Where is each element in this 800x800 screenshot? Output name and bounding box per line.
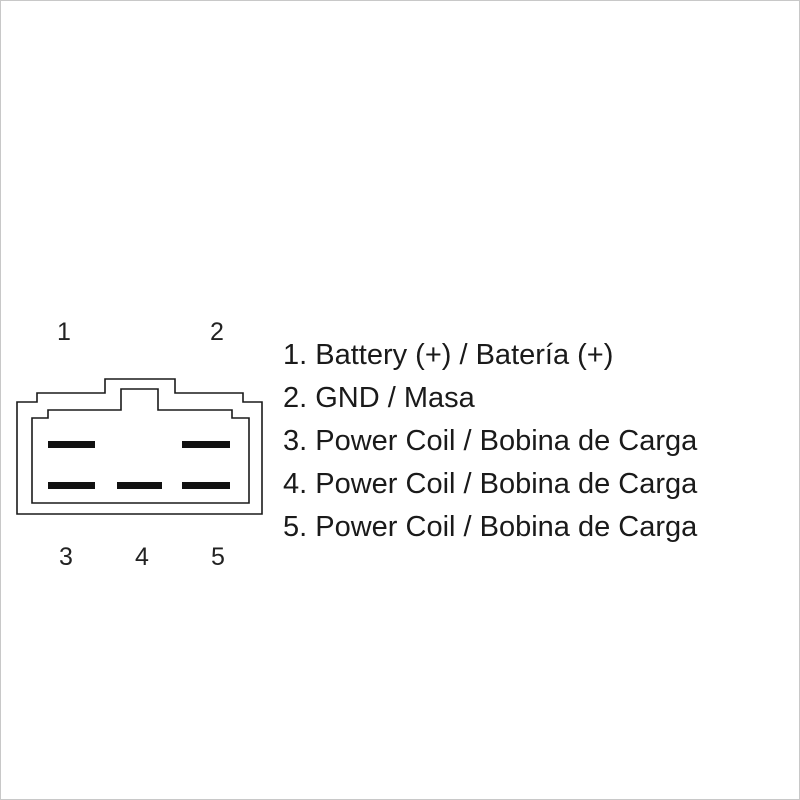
- connector-housing-inner: [31, 388, 250, 504]
- terminal-5: [182, 482, 230, 489]
- pin-number-3: 3: [59, 543, 73, 571]
- terminal-4: [117, 482, 162, 489]
- pin-number-1: 1: [57, 318, 71, 346]
- pin-legend: 1. Battery (+) / Batería (+) 2. GND / Ma…: [283, 334, 697, 549]
- legend-item-5: 5. Power Coil / Bobina de Carga: [283, 511, 698, 543]
- legend-item-2: 2. GND / Masa: [283, 382, 475, 414]
- connector-housing-outer: [16, 378, 263, 515]
- pin-number-2: 2: [210, 318, 224, 346]
- pin-number-5: 5: [211, 543, 225, 571]
- terminal-1: [48, 441, 95, 448]
- pin-number-4: 4: [135, 543, 149, 571]
- legend-item-3: 3. Power Coil / Bobina de Carga: [283, 425, 698, 457]
- terminal-3: [48, 482, 95, 489]
- terminal-2: [182, 441, 230, 448]
- legend-item-1: 1. Battery (+) / Batería (+): [283, 339, 614, 371]
- legend-item-4: 4. Power Coil / Bobina de Carga: [283, 468, 698, 500]
